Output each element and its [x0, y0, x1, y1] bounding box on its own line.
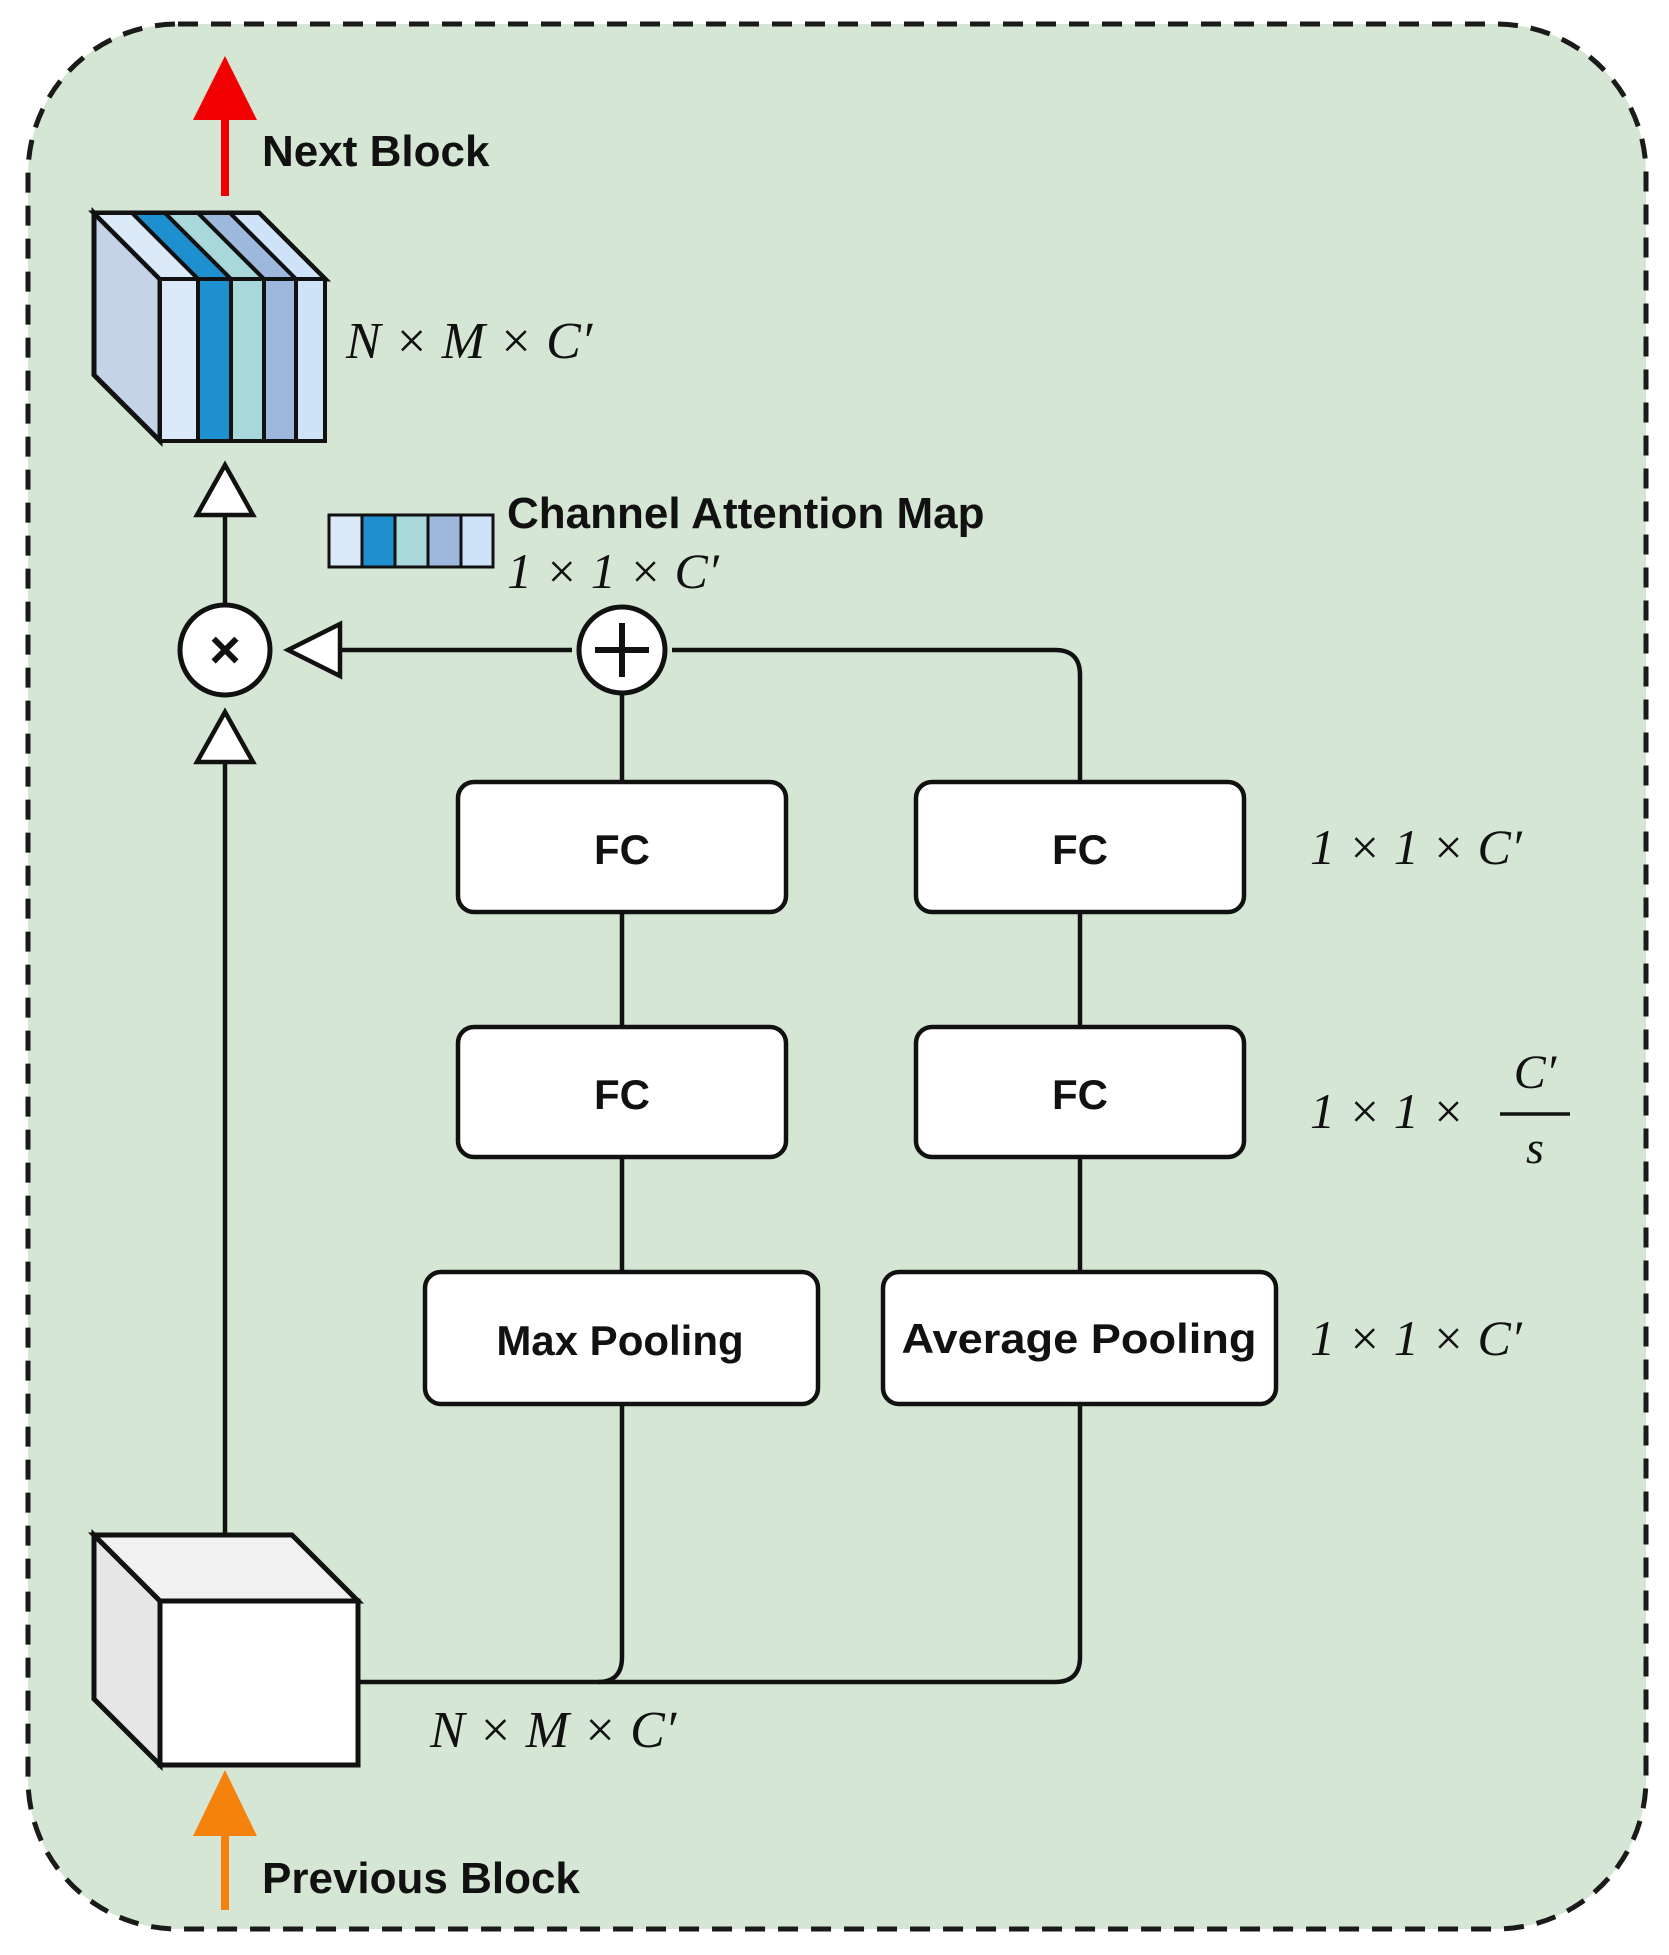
pool-dims-label: 1 × 1 × C′	[1310, 1310, 1523, 1366]
channel-slice-front	[262, 277, 298, 443]
max-fc-top-box	[455, 779, 789, 915]
fc-top-dims-label: 1 × 1 × C′	[1310, 819, 1523, 875]
max-branch: FC FC Max Pooling	[422, 779, 821, 1407]
avg-fc-mid-box	[913, 1024, 1247, 1160]
channel-slice-front	[294, 277, 327, 443]
arrowhead-to-output-icon	[193, 460, 257, 518]
channel-slice-front	[158, 277, 200, 443]
max-pooling-label: Max Pooling	[496, 1317, 743, 1364]
connectors	[222, 515, 1083, 1685]
input-to-max-branch-line	[597, 1404, 625, 1685]
channel-slice-front	[229, 277, 266, 443]
avg-fc-to-add-line	[672, 647, 1083, 782]
add-node	[576, 604, 668, 696]
max-fc-top-label: FC	[594, 826, 650, 873]
input-to-branches-line	[358, 1404, 1083, 1685]
average-pooling-box	[880, 1269, 1279, 1407]
max-fc-mid-label: FC	[594, 1071, 650, 1118]
max-fc-mid-box	[455, 1024, 789, 1160]
multiply-node: ×	[177, 602, 273, 698]
fc-mid-dims-denominator: s	[1526, 1122, 1544, 1173]
average-pooling-label: Average Pooling	[902, 1315, 1257, 1362]
avg-branch: FC FC Average Pooling	[880, 779, 1279, 1407]
avg-fc-top-label: FC	[1052, 826, 1108, 873]
avg-fc-top-box	[913, 779, 1247, 915]
multiply-symbol: ×	[209, 620, 241, 680]
avg-fc-mid-label: FC	[1052, 1071, 1108, 1118]
attention-dims-label: 1 × 1 × C′	[507, 543, 720, 599]
arrowhead-from-attention-icon	[282, 620, 343, 680]
module-background	[25, 21, 1649, 1932]
previous-block-arrow-icon	[193, 1770, 257, 1910]
channel-attention-map-label: Channel Attention Map	[507, 489, 984, 538]
fc-mid-dims-prefix: 1 × 1 ×	[1310, 1083, 1465, 1139]
input-cube-front-face	[157, 1598, 361, 1768]
fc-mid-dims-label: 1 × 1 × C′ s	[1310, 1046, 1570, 1173]
output-feature-cube	[87, 206, 332, 448]
output-dims-label: N × M × C′	[345, 313, 594, 370]
previous-block-label: Previous Block	[262, 1854, 580, 1903]
next-block-arrow-icon	[193, 56, 257, 196]
max-pooling-box	[422, 1269, 821, 1407]
channel-slice-front	[196, 277, 233, 443]
channel-attention-map-strip	[327, 513, 495, 569]
arrowhead-to-multiply-icon	[193, 707, 257, 765]
input-feature-cube	[87, 1528, 365, 1772]
fc-mid-dims-numerator: C′	[1514, 1046, 1558, 1099]
input-dims-label: N × M × C′	[429, 1702, 678, 1759]
next-block-label: Next Block	[262, 127, 490, 176]
